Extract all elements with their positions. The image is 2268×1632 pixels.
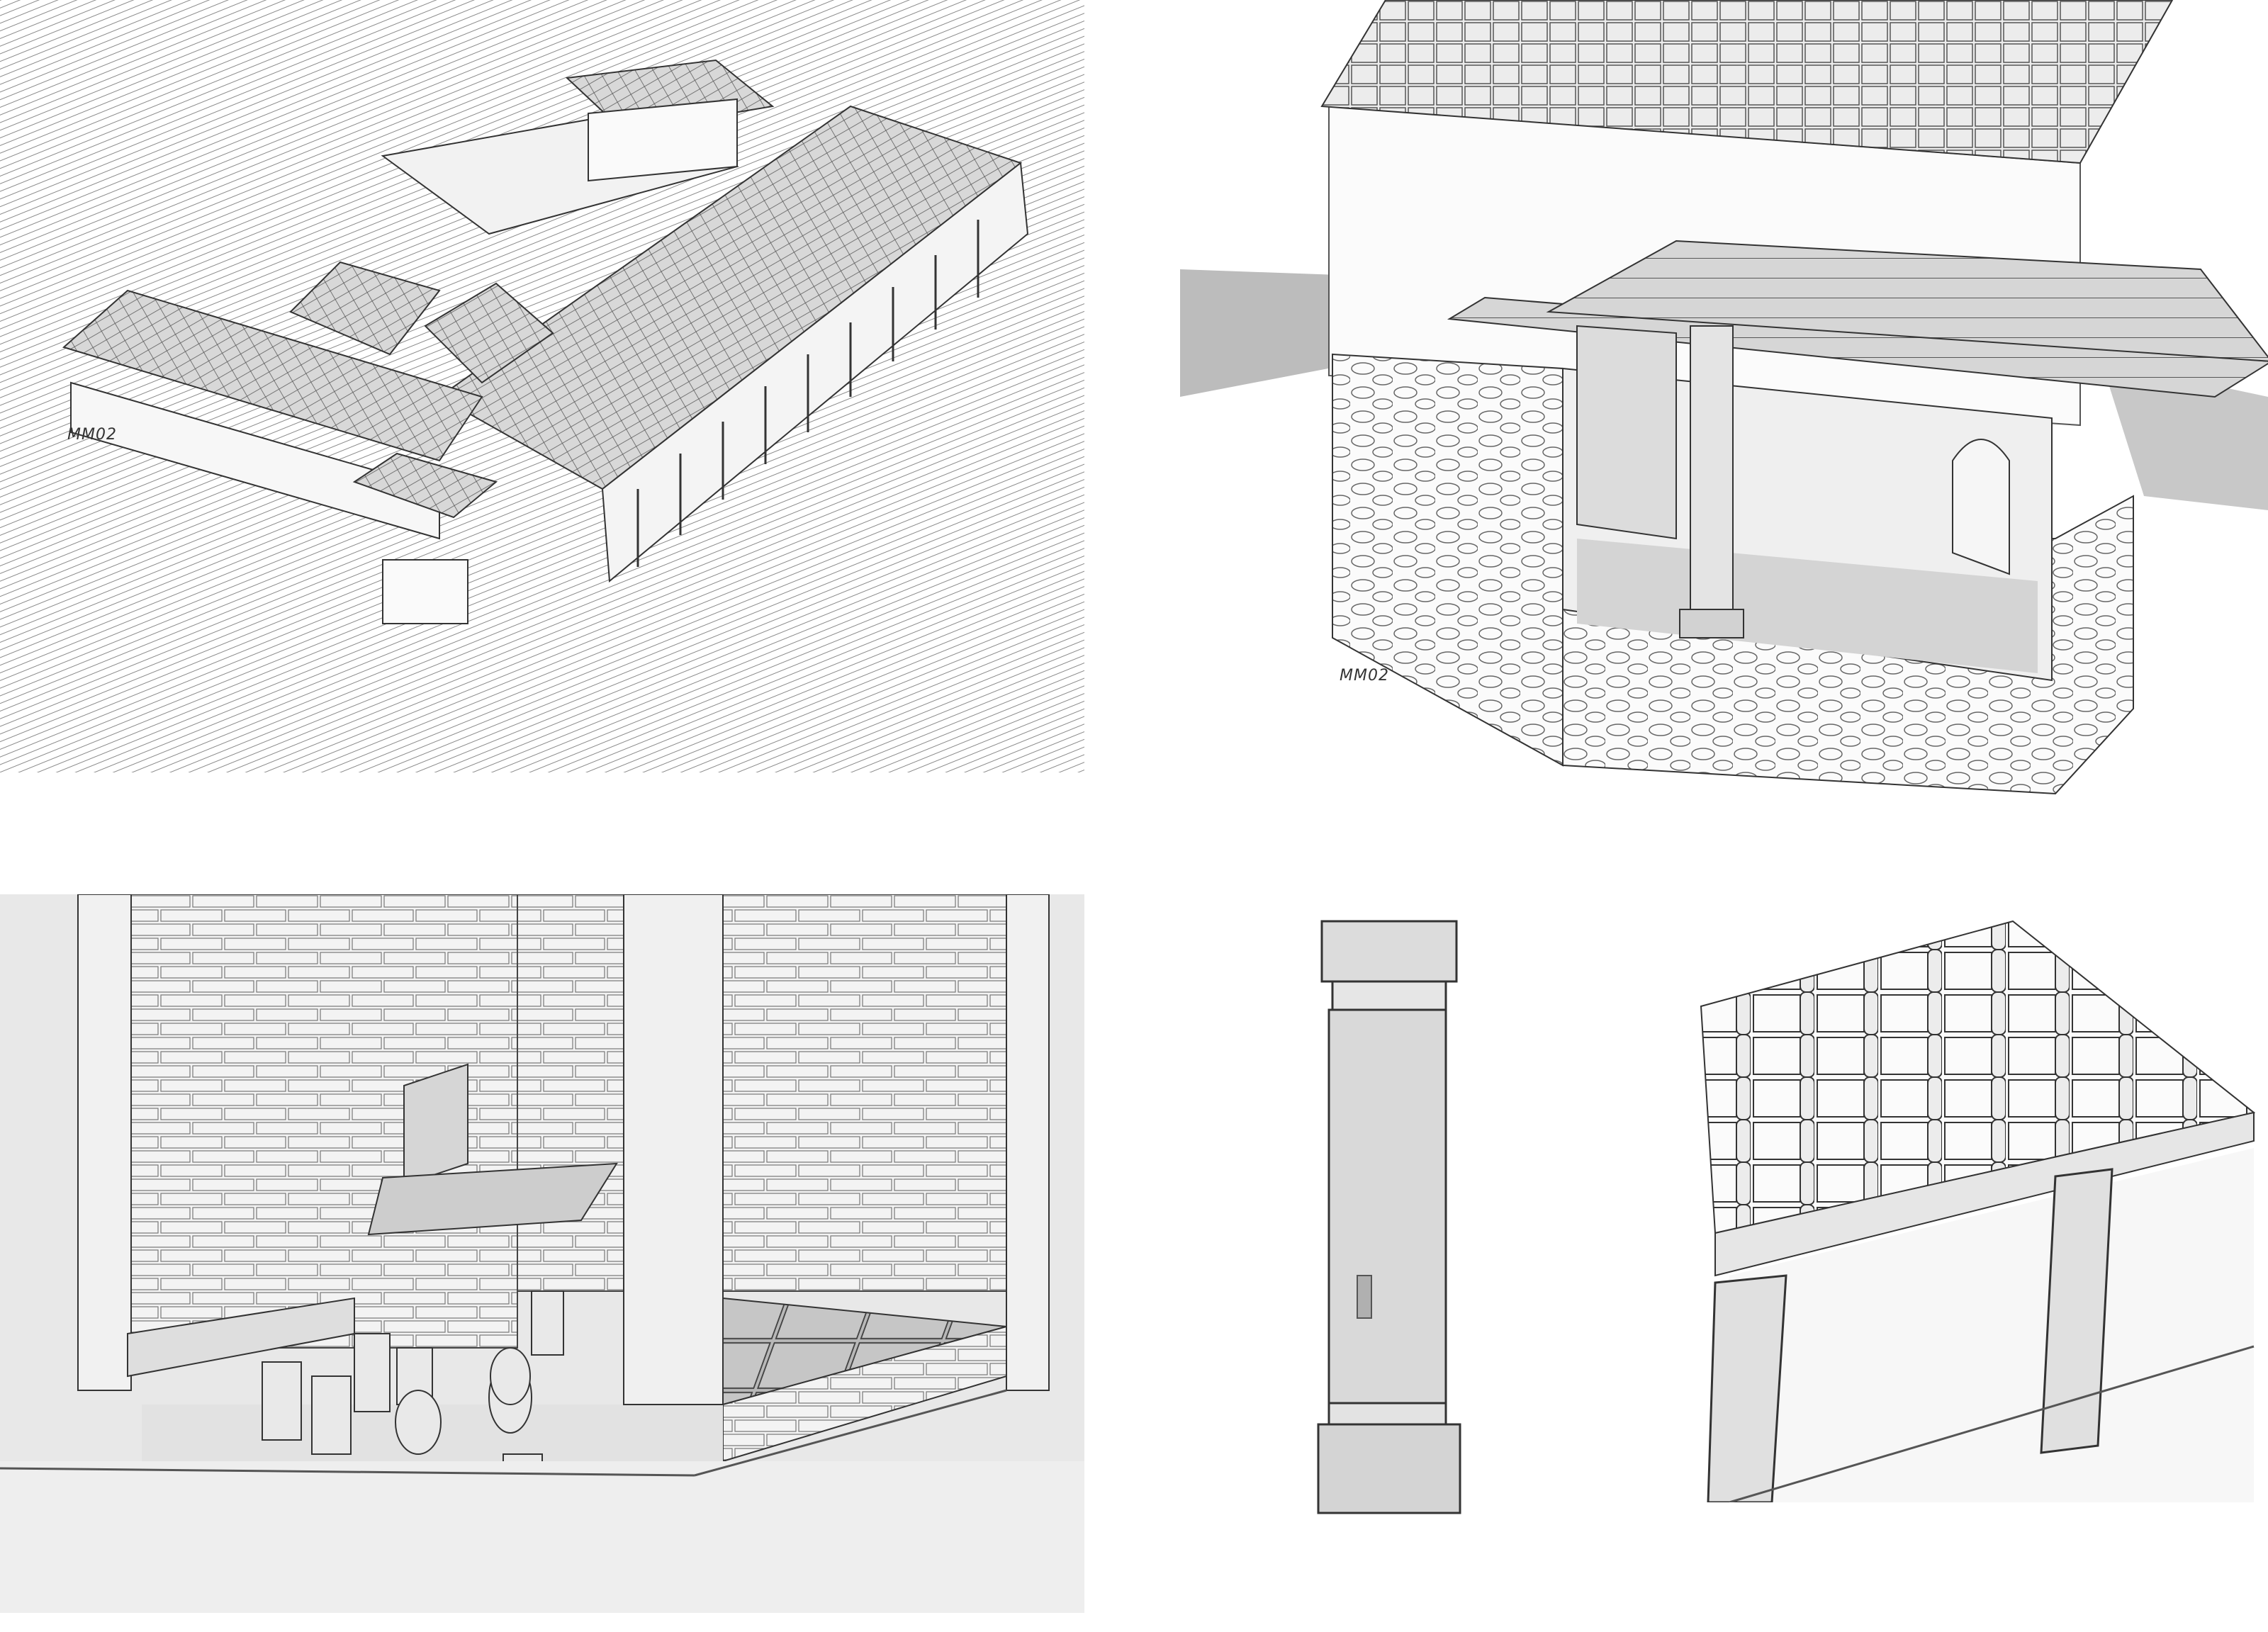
support-post-left [1707, 1274, 1787, 1502]
column [1690, 325, 1734, 638]
cellar-door [1576, 325, 1677, 540]
signature: MM02 [1340, 667, 1389, 685]
chimney [623, 894, 724, 1405]
kiln-interior-drawing [0, 894, 1084, 1613]
roof [1320, 0, 2174, 164]
column-capital [1320, 920, 1458, 983]
column-shaft [1327, 1008, 1447, 1408]
cellar-cutaway-drawing: MM02 [1180, 0, 2268, 808]
signature: MM02 [67, 426, 117, 444]
villa-overview-drawing: MM02 [0, 0, 1084, 772]
column-study-drawing [1279, 907, 1495, 1619]
support-post-right [2040, 1168, 2113, 1454]
roof-tile-detail-drawing [1687, 907, 2264, 1502]
gutter [1714, 1111, 2255, 1277]
column-base [1317, 1423, 1461, 1514]
